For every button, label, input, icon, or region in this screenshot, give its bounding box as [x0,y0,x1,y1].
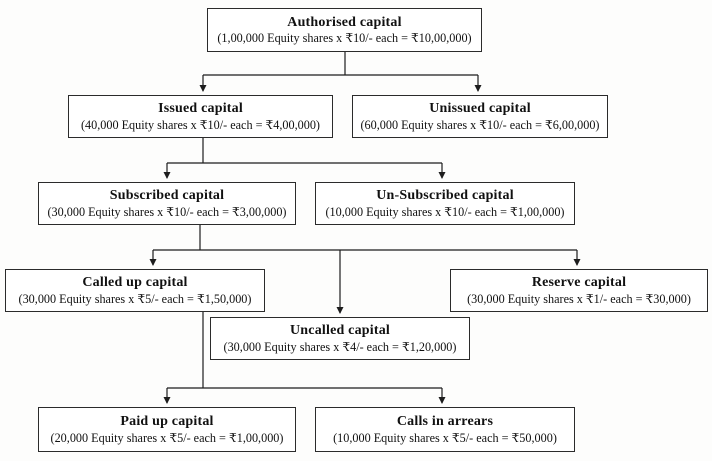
node-detail: (10,000 Equity shares x ₹5/- each = ₹50,… [333,430,557,445]
node-title: Reserve capital [531,275,627,291]
node-detail: (60,000 Equity shares x ₹10/- each = ₹6,… [360,117,600,132]
node-detail: (40,000 Equity shares x ₹10/- each = ₹4,… [80,117,320,132]
node-title: Unissued capital [429,101,531,117]
node-title: Subscribed capital [109,188,225,204]
node-detail: (1,00,000 Equity shares x ₹10/- each = ₹… [217,31,472,46]
node-detail: (30,000 Equity shares x ₹4/- each = ₹1,2… [223,339,457,354]
node-title: Uncalled capital [289,323,391,339]
node-title: Paid up capital [120,414,214,430]
node-paid-up-capital: Paid up capital (20,000 Equity shares x … [38,407,296,452]
node-title: Called up capital [82,275,188,291]
node-issued-capital: Issued capital (40,000 Equity shares x ₹… [68,95,333,138]
node-authorised-capital: Authorised capital (1,00,000 Equity shar… [207,8,482,52]
node-called-up-capital: Called up capital (30,000 Equity shares … [5,269,265,312]
node-calls-in-arrears: Calls in arrears (10,000 Equity shares x… [315,407,575,452]
node-title: Authorised capital [287,14,402,30]
node-unissued-capital: Unissued capital (60,000 Equity shares x… [352,95,608,138]
node-title: Calls in arrears [396,414,494,430]
node-unsubscribed-capital: Un-Subscribed capital (10,000 Equity sha… [315,182,575,225]
node-title: Issued capital [158,101,243,117]
node-detail: (30,000 Equity shares x ₹5/- each = ₹1,5… [18,291,252,306]
node-detail: (30,000 Equity shares x ₹10/- each = ₹3,… [47,204,287,219]
node-subscribed-capital: Subscribed capital (30,000 Equity shares… [38,182,296,225]
node-detail: (10,000 Equity shares x ₹10/- each = ₹1,… [325,204,565,219]
node-title: Un-Subscribed capital [376,188,514,204]
node-detail: (20,000 Equity shares x ₹5/- each = ₹1,0… [50,430,284,445]
node-uncalled-capital: Uncalled capital (30,000 Equity shares x… [210,317,470,360]
node-detail: (30,000 Equity shares x ₹1/- each = ₹30,… [467,291,691,306]
node-reserve-capital: Reserve capital (30,000 Equity shares x … [450,269,708,312]
